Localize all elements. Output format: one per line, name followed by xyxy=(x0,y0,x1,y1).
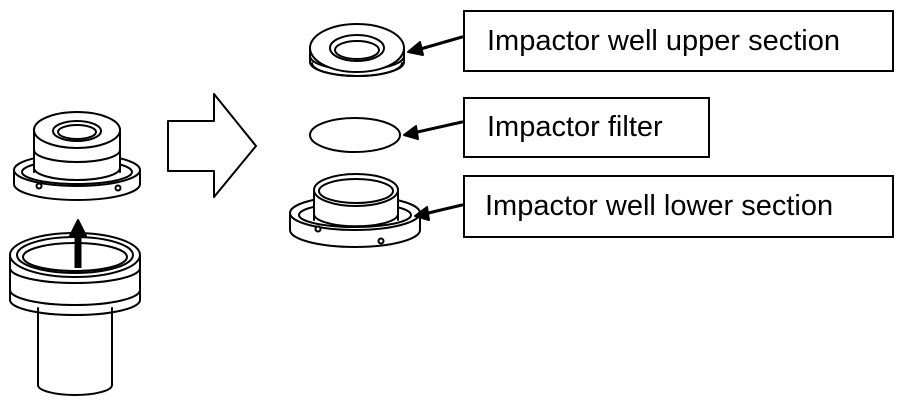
label-text: Impactor well upper section xyxy=(487,24,840,57)
label-impactor-well-upper-section: Impactor well upper section xyxy=(463,10,894,72)
impactor-well-upper-section xyxy=(309,23,405,77)
hollow-right-arrow-icon xyxy=(167,93,257,198)
impactor-well-lower-section xyxy=(289,173,421,248)
impactor-filter-disc xyxy=(309,117,401,153)
assembled-well-upper xyxy=(33,111,121,181)
impactor-cup-body xyxy=(9,232,141,319)
label-text: Impactor filter xyxy=(487,111,663,143)
label-text: Impactor well lower section xyxy=(485,190,834,222)
label-impactor-filter: Impactor filter xyxy=(463,97,710,158)
assembled-impactor xyxy=(9,111,141,396)
impactor-stem xyxy=(37,317,113,396)
leader-arrow-filter xyxy=(403,120,464,140)
leader-arrow-upper xyxy=(407,35,464,56)
up-arrow-icon xyxy=(69,219,87,268)
leader-arrow-lower xyxy=(414,203,464,221)
label-impactor-well-lower-section: Impactor well lower section xyxy=(463,175,894,238)
